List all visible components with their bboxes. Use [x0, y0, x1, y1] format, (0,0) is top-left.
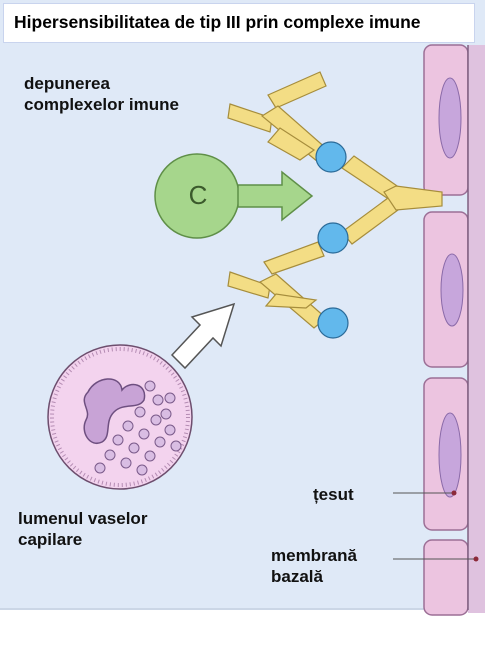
granule [164, 392, 176, 404]
antibody-arm [227, 103, 273, 133]
label-membrane-line2: bazală [271, 567, 323, 586]
antigen [317, 307, 349, 339]
granule [120, 457, 132, 469]
antibody-arm [267, 71, 327, 109]
antigen [315, 141, 347, 173]
antigens [315, 141, 349, 339]
label-deposit-line1: depunerea [24, 74, 110, 93]
granule [138, 428, 150, 440]
blood-vessel-lumen-background [0, 0, 485, 610]
granule [104, 449, 116, 461]
granule [164, 424, 176, 436]
neutrophil-granular-rim [50, 347, 190, 487]
tissue-cell [423, 539, 469, 616]
cell-nucleus [438, 77, 462, 159]
granule [144, 450, 156, 462]
neutrophil-nucleus [83, 378, 146, 445]
tissue-leader-dot [451, 490, 457, 496]
diagram-title: Hipersensibilitatea de tip III prin comp… [14, 12, 421, 32]
tissue-layer [423, 44, 485, 616]
neutrophil-cell [47, 344, 193, 490]
granule [136, 464, 148, 476]
granule [128, 442, 140, 454]
granule [160, 408, 172, 420]
label-deposit-line2: complexelor imune [24, 95, 179, 114]
cell-nucleus [440, 253, 464, 327]
basement-membrane [468, 45, 485, 613]
complement-arrow [237, 170, 314, 222]
antibody-arm [263, 241, 325, 275]
neutrophil [47, 344, 193, 490]
granule [170, 440, 182, 452]
migration-arrow [170, 302, 236, 370]
antigen [317, 222, 349, 254]
neutrophil-granules [94, 380, 182, 476]
complement-label: C [188, 180, 208, 210]
cell-nucleus [438, 412, 462, 498]
label-lumen-line1: lumenul vaselor [18, 509, 148, 528]
label-lumen-line2: capilare [18, 530, 83, 549]
granule [152, 394, 164, 406]
membrane-leader-dot [473, 556, 479, 562]
granule [94, 462, 106, 474]
granule [154, 436, 166, 448]
antibody-fc-segment [383, 185, 443, 211]
title-box: Hipersensibilitatea de tip III prin comp… [3, 3, 475, 43]
antibody-top [227, 71, 401, 201]
label-tissue: țesut [313, 485, 354, 504]
granule [144, 380, 156, 392]
complement-activation [154, 153, 314, 239]
antibody-bottom [227, 197, 399, 329]
antibody-arm [267, 127, 316, 161]
label-membrane-line1: membrană [271, 546, 357, 565]
granule [122, 420, 134, 432]
granule [134, 406, 146, 418]
antibody-arm [227, 271, 271, 299]
granule [112, 434, 124, 446]
granule [150, 414, 162, 426]
antibody-anchor [383, 185, 443, 211]
antibody-arm [264, 293, 318, 309]
